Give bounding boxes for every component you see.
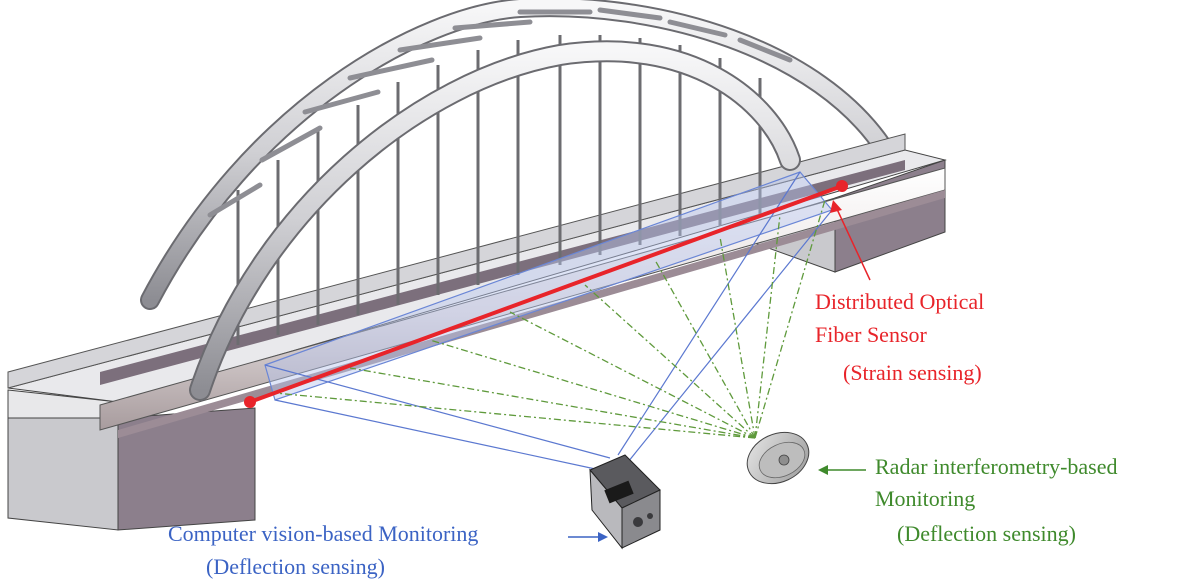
radar-pointer-arrow xyxy=(818,465,866,475)
vision-label-line1: Computer vision-based Monitoring xyxy=(168,521,478,547)
fiber-label-line2: Fiber Sensor xyxy=(815,322,927,348)
fiber-end-left xyxy=(244,396,256,408)
radar-label-line2: Monitoring xyxy=(875,486,975,512)
fiber-label-line1: Distributed Optical xyxy=(815,289,984,315)
vision-label-line2: (Deflection sensing) xyxy=(206,554,385,580)
radar-label-line3: (Deflection sensing) xyxy=(897,521,1076,547)
fiber-label-line3: (Strain sensing) xyxy=(843,360,982,386)
radar-label-line1: Radar interferometry-based xyxy=(875,454,1118,480)
vision-pointer-arrow xyxy=(568,532,608,542)
fiber-end-right xyxy=(836,180,848,192)
